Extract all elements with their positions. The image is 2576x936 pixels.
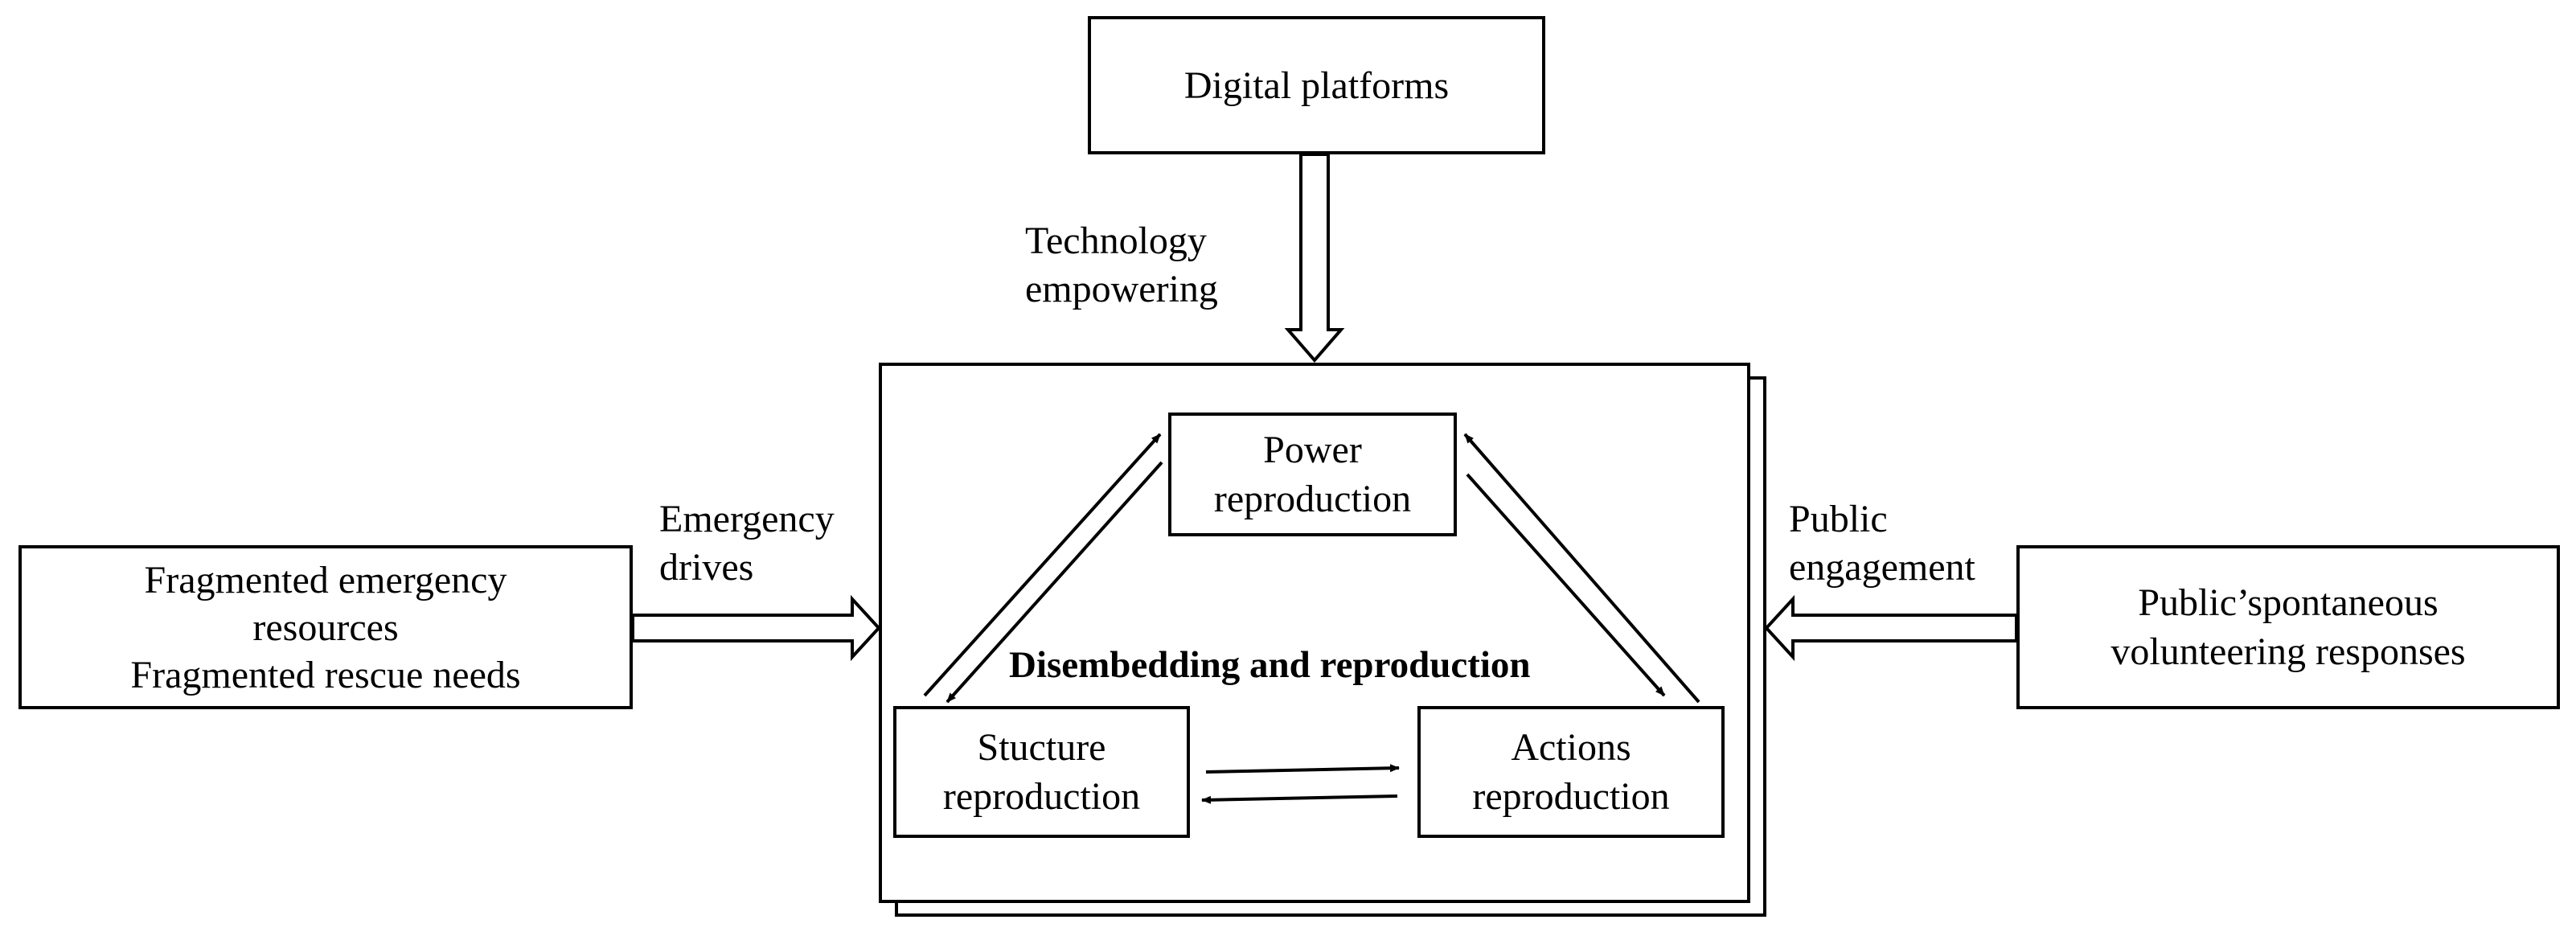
fragmented-resources-box xyxy=(18,545,633,709)
public-engagement-arrow xyxy=(1764,594,2018,662)
actions-reproduction-label: Actions reproduction xyxy=(1472,726,1670,818)
fragmented-resources-label: Fragmented emergency resources Fragmente… xyxy=(130,558,521,696)
emergency-drives-label: Emergency drives xyxy=(659,498,835,589)
structure-reproduction-box xyxy=(893,706,1190,838)
actions-to-structure-arrow xyxy=(1201,794,1398,804)
actions-reproduction-box xyxy=(1417,706,1725,838)
actions-to-power-arrow xyxy=(1463,433,1700,704)
public-responses-box xyxy=(2016,545,2560,709)
public-responses-label: Public’spontaneous volunteering response… xyxy=(2110,581,2466,673)
digital-platforms-box xyxy=(1088,16,1545,154)
digital-platforms-label: Digital platforms xyxy=(1183,64,1450,107)
center-title: Disembedding and reproduction xyxy=(1009,644,1531,686)
power-to-structure-arrow xyxy=(945,461,1163,704)
emergency-drives-arrow xyxy=(631,594,881,662)
technology-empowering-arrow xyxy=(1284,153,1345,363)
technology-empowering-label: Technology empowering xyxy=(1025,220,1218,310)
structure-to-actions-arrow xyxy=(1205,764,1400,774)
public-engagement-label: Public engagement xyxy=(1789,498,1975,589)
power-reproduction-box xyxy=(1168,413,1457,536)
power-to-actions-arrow xyxy=(1466,473,1666,697)
power-reproduction-label: Power reproduction xyxy=(1213,429,1412,520)
structure-to-power-arrow xyxy=(923,433,1162,697)
structure-reproduction-label: Stucture reproduction xyxy=(942,726,1141,818)
